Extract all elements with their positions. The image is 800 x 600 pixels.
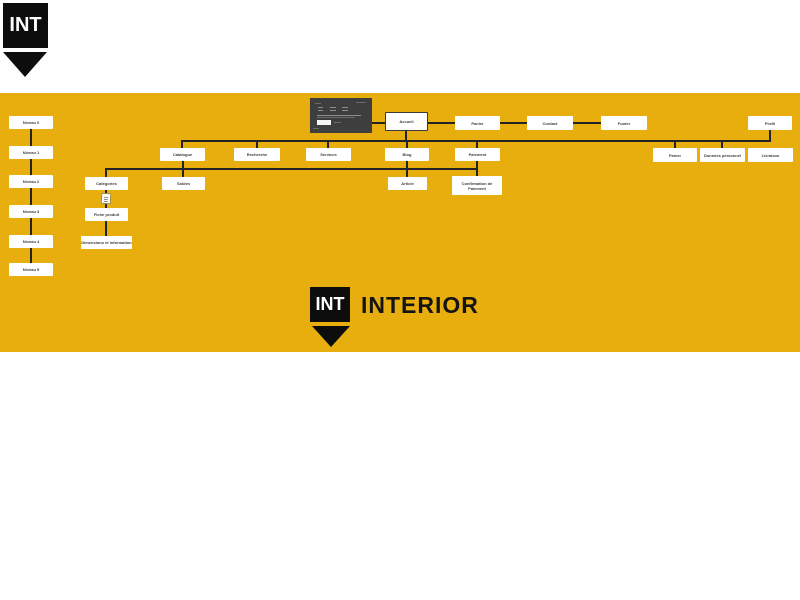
connector	[406, 161, 408, 169]
connector	[405, 131, 407, 141]
thumb-footer-line	[313, 128, 319, 129]
page-stack-icon	[100, 192, 112, 205]
level-label-3: Niveau 3	[9, 205, 53, 218]
connector	[105, 168, 107, 178]
node-panier-profil[interactable]: Panier	[653, 148, 697, 162]
thumb-caption-line	[334, 122, 341, 123]
homepage-thumbnail[interactable]	[310, 98, 372, 133]
thumb-button	[317, 120, 331, 125]
level-label-0: Niveau 0	[9, 116, 53, 129]
thumb-column-line	[330, 110, 336, 111]
thumb-header-line	[356, 102, 366, 103]
connector	[500, 122, 527, 124]
node-footer[interactable]: Footer	[601, 116, 647, 130]
node-blog[interactable]: Blog	[385, 148, 429, 161]
node-donnees-personnel[interactable]: Données personnel	[700, 148, 745, 162]
node-livraison[interactable]: Livraison	[748, 148, 793, 162]
connector	[476, 168, 478, 177]
int-logo-arrow-icon	[3, 52, 47, 77]
thumb-paragraph-line	[317, 117, 355, 118]
thumb-column-line	[318, 107, 323, 108]
sitemap-canvas	[0, 93, 800, 352]
int-logo-badge: INT	[3, 3, 48, 48]
brand-arrow-icon	[312, 326, 350, 347]
thumb-column-line	[342, 107, 348, 108]
node-contact[interactable]: Contact	[527, 116, 573, 130]
thumb-paragraph-line	[317, 115, 361, 116]
int-logo-text: INT	[9, 14, 42, 36]
connector	[372, 122, 385, 124]
connector	[674, 140, 676, 149]
connector	[105, 221, 107, 237]
level-label-2: Niveau 2	[9, 175, 53, 188]
thumb-logo-line	[315, 103, 321, 104]
node-article[interactable]: Article	[388, 177, 427, 190]
thumb-column-line	[342, 110, 348, 111]
level-label-5: Niveau 5	[9, 263, 53, 276]
brand-logo-text: INT	[315, 294, 345, 314]
thumb-column-line	[330, 107, 336, 108]
connector	[476, 140, 478, 149]
connector	[721, 140, 723, 149]
brand-name: INTERIOR	[361, 292, 479, 318]
level-label-4: Niveau 4	[9, 235, 53, 248]
thumb-column-line	[318, 110, 323, 111]
connector	[181, 140, 183, 149]
brand-logo-badge: INT	[310, 287, 350, 322]
connector	[182, 168, 184, 178]
node-confirmation-paiement[interactable]: Confirmation de Paiement	[452, 176, 502, 195]
connector	[406, 168, 408, 178]
stack-line	[103, 200, 108, 203]
node-catalogue[interactable]: Catalogue	[160, 148, 205, 161]
connector	[182, 161, 184, 169]
connector	[476, 161, 478, 169]
level-label-1: Niveau 1	[9, 146, 53, 159]
node-profil[interactable]: Profil	[748, 116, 792, 130]
connector	[30, 129, 32, 269]
connector	[256, 140, 258, 149]
node-categories[interactable]: Catégories	[85, 177, 128, 190]
node-fiche-produit[interactable]: Fiche produit	[85, 208, 128, 221]
connector	[769, 130, 771, 141]
node-soldes[interactable]: Soldes	[162, 177, 205, 190]
node-services[interactable]: Services	[306, 148, 351, 161]
node-dimensions-information[interactable]: Dimensions et information	[81, 236, 132, 249]
node-panier[interactable]: Panier	[455, 116, 500, 130]
node-paiement[interactable]: Paiement	[455, 148, 500, 161]
connector	[428, 122, 455, 124]
node-recherche[interactable]: Recherche	[234, 148, 280, 161]
connector	[105, 168, 478, 170]
connector	[406, 140, 408, 149]
node-accueil[interactable]: Accueil	[385, 112, 428, 131]
connector	[327, 140, 329, 149]
connector	[573, 122, 601, 124]
